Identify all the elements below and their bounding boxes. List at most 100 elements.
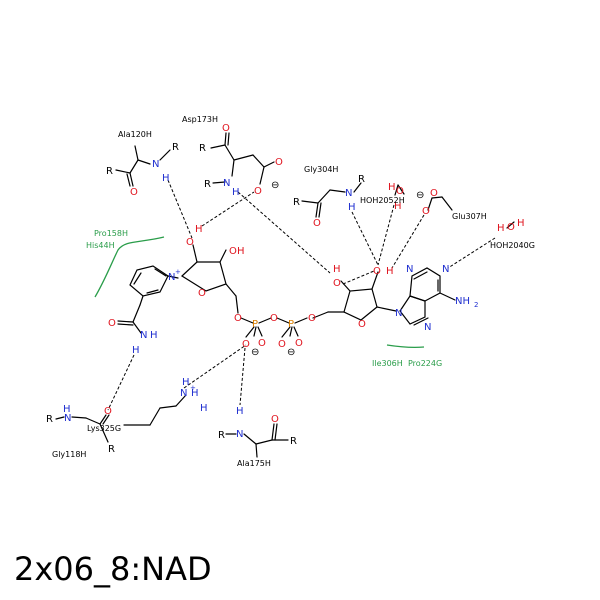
- svg-text:O: O: [198, 288, 206, 299]
- svg-text:N: N: [152, 159, 159, 170]
- svg-text:H: H: [388, 182, 396, 193]
- svg-text:O: O: [422, 206, 430, 217]
- svg-text:H: H: [386, 266, 394, 277]
- svg-text:O: O: [234, 313, 242, 324]
- residue-labels: Ala120H Asp173H Gly304H HOH2052H Glu307H…: [52, 115, 535, 468]
- svg-text:H: H: [63, 404, 71, 415]
- svg-text:R: R: [218, 430, 225, 441]
- label-hoh2052: HOH2052H: [360, 196, 405, 205]
- phosphorus-1: P: [252, 319, 258, 330]
- adenine-ring: [399, 267, 456, 326]
- hydrophobic-contacts: [94, 236, 425, 349]
- svg-text:N: N: [64, 413, 71, 424]
- residue-asp173: [210, 132, 275, 185]
- svg-text:R: R: [290, 436, 297, 447]
- svg-text:O: O: [396, 186, 404, 197]
- svg-text:O: O: [430, 188, 438, 199]
- nicotinamide-n: N: [168, 272, 175, 283]
- svg-text:N: N: [180, 388, 187, 399]
- label-gly118: Gly118H: [52, 450, 86, 459]
- atom-labels: N + O N H H O O H O H O P P O O O O O O …: [46, 123, 525, 455]
- svg-text:⊖: ⊖: [287, 347, 295, 358]
- svg-text:H: H: [237, 246, 245, 257]
- label-ala175: Ala175H: [237, 459, 271, 468]
- svg-text:O: O: [278, 339, 286, 350]
- svg-text:+: +: [190, 384, 196, 392]
- residue-ala175: [225, 423, 289, 458]
- svg-text:O: O: [229, 246, 237, 257]
- svg-text:H: H: [236, 406, 244, 417]
- label-pro224: Pro224G: [408, 359, 442, 368]
- svg-text:N: N: [236, 429, 243, 440]
- svg-text:H: H: [394, 201, 402, 212]
- svg-text:R: R: [204, 179, 211, 190]
- adenosine-ribose: [327, 271, 397, 321]
- svg-text:O: O: [130, 187, 138, 198]
- svg-text:H: H: [333, 264, 341, 275]
- svg-text:H: H: [162, 173, 170, 184]
- svg-text:N: N: [424, 322, 431, 333]
- label-glu307: Glu307H: [452, 212, 487, 221]
- svg-text:O: O: [258, 338, 266, 349]
- water-hoh2040: [506, 221, 515, 229]
- svg-text:H: H: [200, 403, 208, 414]
- water-hoh2052: [394, 184, 405, 196]
- svg-text:O: O: [373, 266, 381, 277]
- svg-text:N: N: [140, 330, 147, 341]
- label-gly304: Gly304H: [304, 165, 338, 174]
- pyrophosphate: [240, 311, 329, 338]
- svg-text:R: R: [199, 143, 206, 154]
- svg-text:O: O: [295, 338, 303, 349]
- svg-text:O: O: [104, 406, 112, 417]
- svg-text:N: N: [223, 178, 230, 189]
- residue-glu307: [427, 196, 453, 211]
- svg-text:+: +: [175, 268, 181, 276]
- svg-text:NH: NH: [455, 296, 470, 307]
- svg-text:H: H: [348, 202, 356, 213]
- svg-text:O: O: [222, 123, 230, 134]
- label-ile306: Ile306H: [372, 359, 403, 368]
- svg-text:O: O: [275, 157, 283, 168]
- svg-text:O: O: [358, 319, 366, 330]
- svg-text:R: R: [106, 166, 113, 177]
- svg-text:R: R: [172, 142, 179, 153]
- svg-text:⊖: ⊖: [271, 180, 279, 191]
- svg-text:R: R: [46, 414, 53, 425]
- svg-text:N: N: [395, 308, 402, 319]
- svg-text:O: O: [308, 313, 316, 324]
- label-ala120: Ala120H: [118, 130, 152, 139]
- svg-text:N: N: [406, 264, 413, 275]
- nicotinamide-ring: [129, 265, 179, 306]
- svg-text:H: H: [195, 224, 203, 235]
- svg-text:R: R: [293, 197, 300, 208]
- svg-text:N: N: [442, 264, 449, 275]
- label-asp173: Asp173H: [182, 115, 218, 124]
- label-his44: His44H: [86, 241, 115, 250]
- svg-text:2: 2: [474, 301, 478, 309]
- svg-text:H: H: [497, 223, 505, 234]
- residue-gly118: [55, 414, 110, 443]
- nicotinamide-ribose: [181, 244, 239, 314]
- svg-text:O: O: [242, 339, 250, 350]
- residue-lys325: [123, 394, 187, 426]
- svg-text:O: O: [186, 237, 194, 248]
- svg-text:⊖: ⊖: [416, 190, 424, 201]
- hydrogen-bonds: [107, 179, 496, 411]
- svg-text:H: H: [182, 377, 190, 388]
- svg-text:H: H: [232, 187, 240, 198]
- svg-text:R: R: [108, 444, 115, 455]
- phosphorus-2: P: [288, 319, 294, 330]
- label-lys325: Lys325G: [87, 424, 121, 433]
- svg-text:R: R: [358, 174, 365, 185]
- svg-text:H: H: [132, 345, 140, 356]
- carboxamide: [117, 304, 142, 334]
- svg-text:H: H: [150, 330, 158, 341]
- svg-text:⊖: ⊖: [251, 347, 259, 358]
- svg-text:H: H: [191, 388, 199, 399]
- label-hoh2040: HOH2040G: [490, 241, 535, 250]
- residue-ala120: [115, 145, 171, 187]
- svg-text:H: H: [517, 218, 525, 229]
- label-pro158: Pro158H: [94, 229, 128, 238]
- svg-text:O: O: [271, 414, 279, 425]
